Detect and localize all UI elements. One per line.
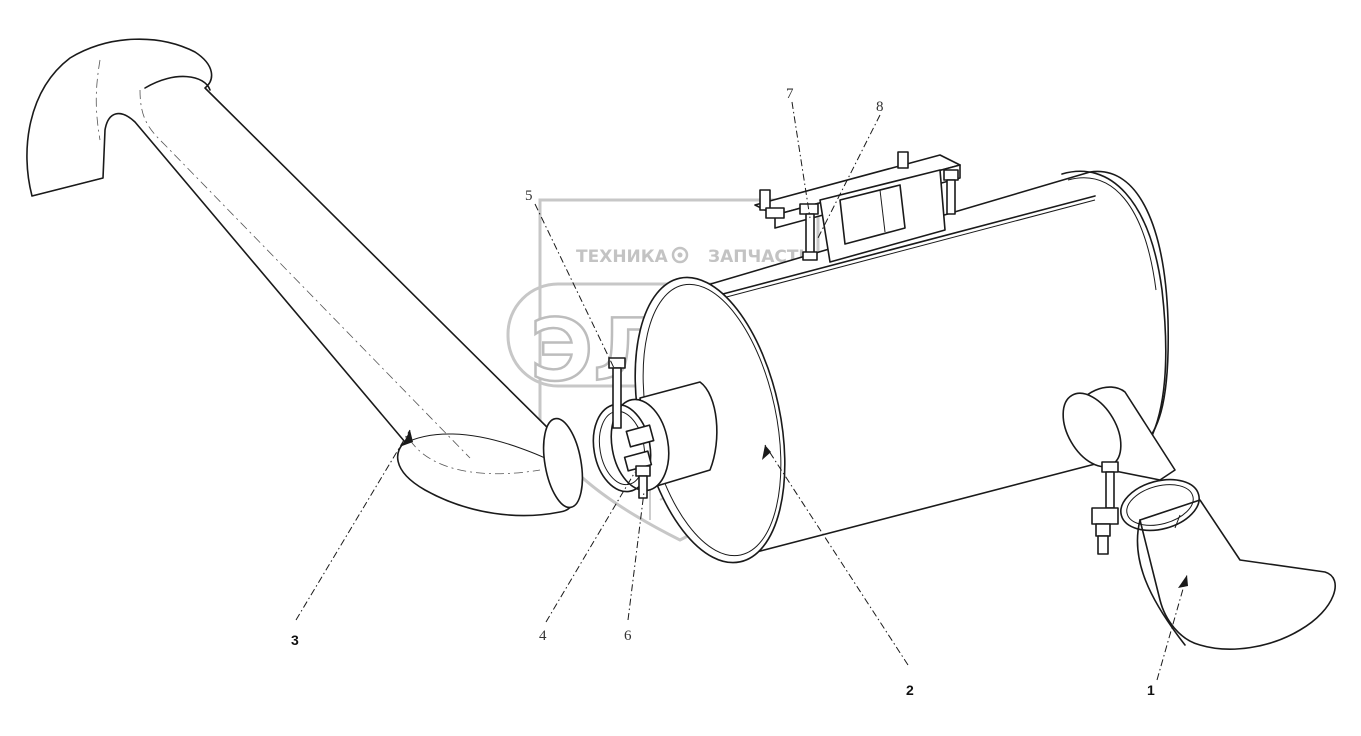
gear-icon: [671, 246, 689, 264]
bracket-stud-left: [759, 189, 785, 219]
leader-7: [791, 101, 811, 219]
leader-5: [534, 203, 615, 369]
leader-lines: [295, 101, 1188, 681]
callout-8: 8: [876, 99, 884, 115]
tail-clamp-bolt: [1091, 461, 1119, 555]
callout-labels: 1 2 3 4 5 6 7 8: [291, 86, 1155, 698]
watermark-top-left-text: ТЕХНИКА: [576, 247, 669, 267]
leader-6: [627, 491, 645, 621]
bolt-5: [608, 357, 626, 429]
leader-4: [545, 471, 636, 623]
inlet-clamp: [592, 357, 655, 499]
callout-5: 5: [525, 188, 533, 204]
callout-3: 3: [291, 632, 299, 648]
callout-4: 4: [539, 628, 547, 644]
leader-2: [764, 444, 909, 666]
callout-6: 6: [624, 628, 632, 644]
mounting-bracket: [754, 151, 961, 263]
leader-3: [295, 429, 411, 621]
leader-arrowheads: [402, 430, 1188, 588]
intake-pipe: [26, 38, 584, 517]
callout-7: 7: [786, 86, 794, 102]
leader-1: [1156, 574, 1188, 681]
callout-2: 2: [906, 682, 914, 698]
leader-8: [817, 114, 881, 239]
muffler-body: [634, 170, 1170, 564]
callout-1: 1: [1147, 682, 1155, 698]
tail-pipe: [1062, 386, 1336, 650]
bracket-stud-right: [897, 151, 959, 215]
